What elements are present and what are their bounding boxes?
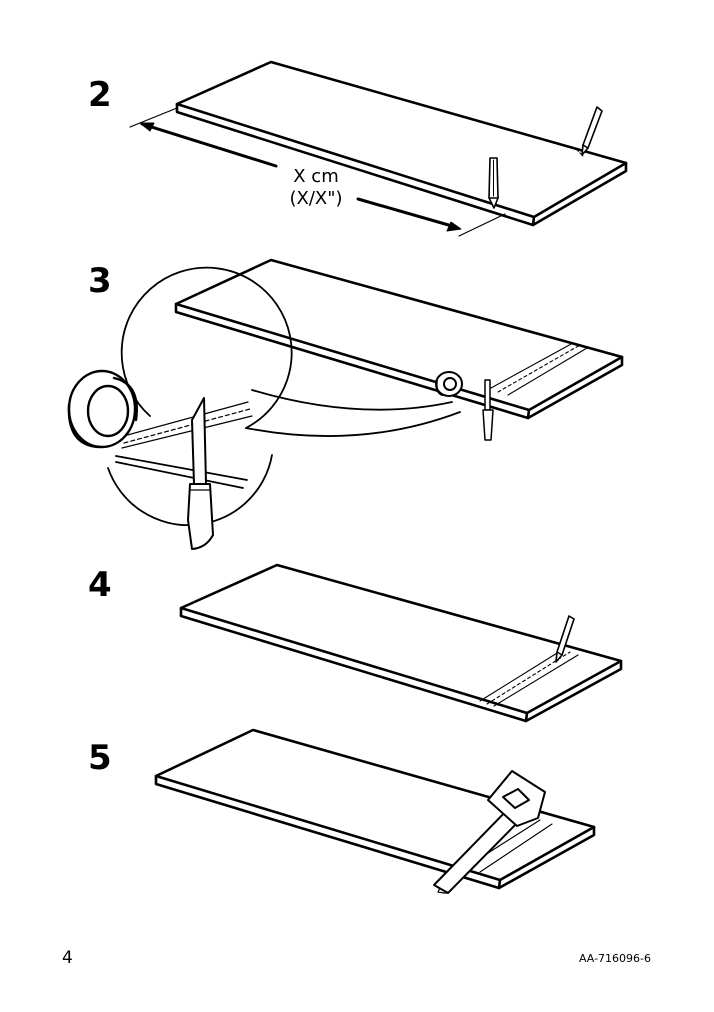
shelf-board-step-4 <box>179 563 623 723</box>
dimension-label: X cm (X/X") <box>268 166 364 210</box>
shelf-board-step-2 <box>175 60 628 227</box>
shelf-board-step-5 <box>154 728 596 890</box>
knife-icon <box>187 397 214 550</box>
step-number-4: 4 <box>88 565 112 605</box>
measure-arrow <box>129 107 506 237</box>
pencil-icon <box>555 615 575 663</box>
shelf-board-step-3 <box>174 258 624 420</box>
step-3-illustration <box>67 258 624 550</box>
tape-strip <box>490 342 588 396</box>
pencil-mark <box>576 149 584 157</box>
knife-icon <box>482 379 494 441</box>
tape-roll-icon <box>435 371 463 397</box>
page-number: 4 <box>62 948 73 968</box>
step-4-illustration <box>179 563 623 723</box>
pencil-icon <box>488 157 499 209</box>
step-number-3: 3 <box>88 261 112 301</box>
pencil-icon <box>581 106 603 156</box>
magnifier-callout <box>107 266 461 527</box>
step-number-2: 2 <box>88 75 112 115</box>
dimension-metric: X cm <box>293 166 339 187</box>
step-number-5: 5 <box>88 738 112 778</box>
tape-roll-icon <box>67 369 138 449</box>
tape-strip <box>479 649 579 707</box>
saw-icon <box>433 770 546 894</box>
zoom-tape-strip <box>119 401 253 449</box>
step-2-illustration <box>129 60 628 237</box>
step-5-illustration <box>154 728 596 894</box>
dimension-imperial: (X/X") <box>289 188 343 209</box>
document-code: AA-716096-6 <box>578 952 651 965</box>
